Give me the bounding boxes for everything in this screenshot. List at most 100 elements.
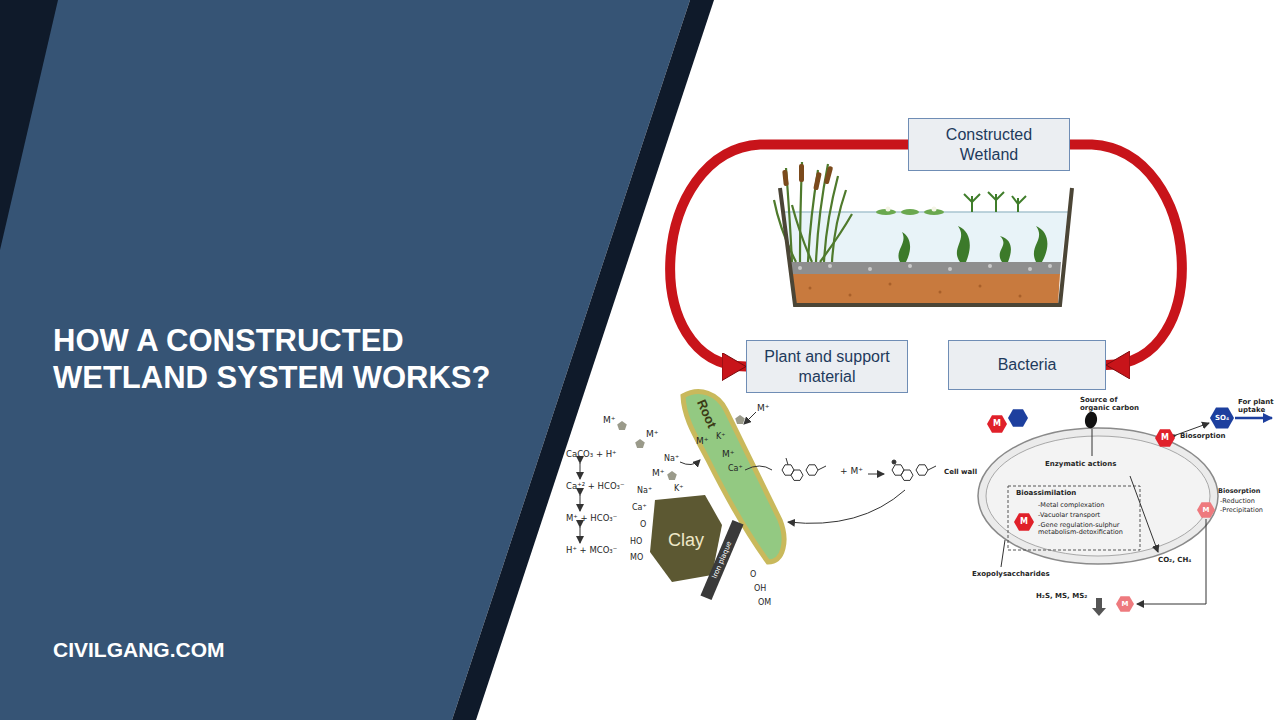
root-illustration xyxy=(700,520,743,600)
bacteria-illustration xyxy=(1085,412,1097,428)
ion-label: Na⁺ xyxy=(637,486,652,495)
root-illustration xyxy=(580,527,581,543)
ion-label: Na⁺ xyxy=(664,454,679,463)
wetland-illustration xyxy=(948,267,952,271)
bacteria-illustration xyxy=(978,428,1218,564)
root-illustration xyxy=(650,495,722,582)
group-label: OH xyxy=(754,584,766,593)
flow-arrow xyxy=(670,145,908,367)
bacteria-illustration xyxy=(1116,596,1134,612)
bacteria-illustration xyxy=(1197,502,1215,518)
gas-label: H₂S, MS, MS₂ xyxy=(1036,592,1087,600)
wetland-illustration xyxy=(886,207,937,212)
wetland-illustration xyxy=(1034,226,1048,262)
ion-label: M⁺ xyxy=(652,468,665,478)
root-illustration xyxy=(580,392,936,600)
bacteria-illustration xyxy=(1130,476,1158,552)
wetland-illustration xyxy=(886,207,891,212)
root-illustration xyxy=(818,466,826,470)
process-item: -Precipitation xyxy=(1220,507,1263,514)
hexagon-label: M xyxy=(1020,517,1028,526)
ion-label: K⁺ xyxy=(716,432,725,441)
flow-arrow xyxy=(1070,145,1182,366)
box-text: Bacteria xyxy=(998,355,1057,374)
process-item: -Metal complexation xyxy=(1038,502,1104,509)
root-illustration xyxy=(916,465,928,475)
wetland-illustration xyxy=(898,232,910,262)
page-title: HOW A CONSTRUCTED WETLAND SYSTEM WORKS? xyxy=(53,322,558,396)
hexagon-label: M xyxy=(993,419,1001,428)
chem-equation: M⁺ + HCO₃⁻ xyxy=(566,514,617,524)
wetland-illustration xyxy=(813,172,822,191)
wetland-illustration xyxy=(932,207,937,212)
wetland-illustration xyxy=(995,194,997,212)
process-item: -Vacuolar transport xyxy=(1038,512,1100,519)
root-illustration xyxy=(868,474,884,475)
root-illustration xyxy=(928,466,936,470)
bacteria-illustration xyxy=(1008,409,1028,426)
process-item: -Gene regulation-sulphur metabolism-deto… xyxy=(1038,522,1136,537)
note-label: For plant uptake xyxy=(1238,398,1274,414)
bacteria-illustration xyxy=(987,415,1007,432)
bacteria-illustration xyxy=(1092,598,1106,616)
process-item: -Reduction xyxy=(1220,498,1255,505)
wetland-illustration xyxy=(1000,236,1011,262)
bacteria-illustration xyxy=(1092,429,1093,456)
hexagon-label: M xyxy=(1161,433,1169,442)
wetland-illustration xyxy=(971,196,973,212)
root-illustration xyxy=(788,490,905,523)
ion-label: M⁺ xyxy=(722,449,735,459)
group-label: HO xyxy=(630,537,642,546)
wetland-illustration xyxy=(889,283,892,286)
wetland-illustration xyxy=(901,209,919,215)
wetland-illustration xyxy=(1018,196,1026,204)
label-box: Plant and support material xyxy=(746,340,908,393)
wetland-illustration xyxy=(939,291,942,294)
wetland-illustration xyxy=(972,194,980,202)
bacteria-illustration xyxy=(978,408,1272,616)
box-text: Constructed Wetland xyxy=(916,125,1062,163)
ion-label: M⁺ xyxy=(646,429,659,439)
wetland-illustration xyxy=(849,294,852,297)
bacteria-illustration xyxy=(1155,429,1175,446)
group-label: O xyxy=(750,570,756,579)
hexagon-label: M xyxy=(1203,506,1210,514)
bacteria-illustration xyxy=(1001,540,1005,567)
wetland-illustration xyxy=(798,266,802,270)
root-illustration xyxy=(786,458,788,465)
ion-label: K⁺ xyxy=(674,484,683,493)
root-illustration xyxy=(735,415,745,424)
root-illustration xyxy=(580,495,581,511)
bacteria-illustration xyxy=(1008,486,1140,550)
chem-equation: CaCO₃ + H⁺ xyxy=(566,450,617,460)
process-label: Biosorption xyxy=(1180,432,1226,440)
banner-panel xyxy=(0,0,714,720)
process-label: Bioassimilation xyxy=(1016,489,1076,497)
wetland-illustration xyxy=(809,283,1022,298)
part-name: Clay xyxy=(668,530,704,551)
root-illustration xyxy=(806,465,818,475)
bacteria-illustration xyxy=(1137,519,1206,604)
ion-label: M⁺ xyxy=(757,403,770,413)
root-illustration xyxy=(791,470,803,480)
root-illustration xyxy=(744,412,756,424)
hexagon-label: SO₄ xyxy=(1215,414,1229,422)
chem-equation: Ca⁺² + HCO₃⁻ xyxy=(566,482,624,492)
wetland-illustration xyxy=(964,192,1026,212)
wetland-illustration xyxy=(824,166,833,185)
wetland-illustration xyxy=(798,264,1052,271)
wetland-illustration xyxy=(774,162,1072,305)
root-illustration xyxy=(667,471,677,480)
root-illustration xyxy=(580,412,905,543)
wetland-illustration xyxy=(790,274,1060,304)
group-label: MO xyxy=(630,553,643,562)
wetland-illustration xyxy=(868,267,872,271)
root-illustration xyxy=(680,460,700,465)
wetland-illustration xyxy=(780,188,1072,305)
ion-label: Ca⁺ xyxy=(632,503,647,512)
wetland-illustration xyxy=(964,194,972,202)
wetland-illustration xyxy=(792,205,812,262)
bacteria-illustration xyxy=(1014,513,1034,530)
ion-label: Ca⁺ xyxy=(728,464,743,473)
banner-panel xyxy=(0,0,58,250)
